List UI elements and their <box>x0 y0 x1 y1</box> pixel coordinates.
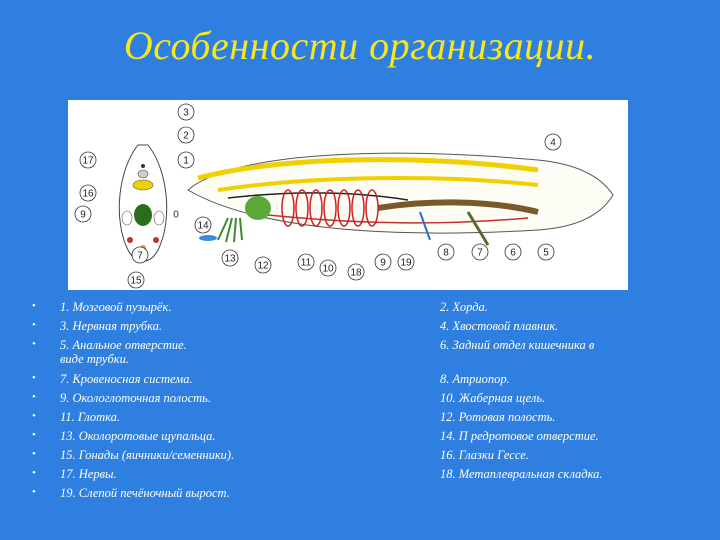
head-parts <box>199 196 490 246</box>
legend-left: 5. Анальное отверстие. виде трубки. <box>60 338 187 366</box>
label-19: 19 <box>400 258 412 269</box>
gill-loops <box>281 189 379 227</box>
legend-right: 10. Жаберная щель. <box>440 391 546 405</box>
legend-list: • 1. Мозговой пузырёк. 2. Хорда. • 3. Не… <box>32 300 712 505</box>
legend-row: • 7. Кровеносная система. 8. Атриопор. <box>32 372 712 391</box>
legend-left: 11. Глотка. <box>60 410 121 424</box>
legend-right: 14. П редротовое отверстие. <box>440 429 599 443</box>
legend-left: 15. Гонады (яичники/семенники). <box>60 448 235 462</box>
body <box>187 152 614 234</box>
bullet: • <box>32 338 36 350</box>
label-7a: 7 <box>137 251 143 262</box>
legend-row: • 17. Нервы. 18. Метаплевральная складка… <box>32 467 712 486</box>
legend-right: 18. Метаплевральная складка. <box>440 467 603 481</box>
legend-left: 13. Околоротовые щупальца. <box>60 429 216 443</box>
legend-row: • 13. Околоротовые щупальца. 14. П редро… <box>32 429 712 448</box>
label-1: 1 <box>183 156 189 167</box>
label-10: 10 <box>322 264 334 275</box>
legend-right: 4. Хвостовой плавник. <box>440 319 559 333</box>
label-6: 6 <box>510 248 516 259</box>
legend-row: • 11. Глотка. 12. Ротовая полость. <box>32 410 712 429</box>
legend-row: • 19. Слепой печёночный вырост. <box>32 486 712 505</box>
legend-left: 19. Слепой печёночный вырост. <box>60 486 230 500</box>
label-8: 8 <box>443 248 449 259</box>
legend-row: • 1. Мозговой пузырёк. 2. Хорда. <box>32 300 712 319</box>
legend-row: • 15. Гонады (яичники/семенники). 16. Гл… <box>32 448 712 467</box>
bullet: • <box>32 448 36 460</box>
cross-section <box>118 144 168 262</box>
label-0: 0 <box>173 210 179 221</box>
legend-left: 17. Нервы. <box>60 467 117 481</box>
legend-right: 8. Атриопор. <box>440 372 510 386</box>
label-13: 13 <box>224 254 236 265</box>
bullet: • <box>32 486 36 498</box>
label-11: 11 <box>301 258 312 269</box>
label-16: 16 <box>82 189 94 200</box>
label-12: 12 <box>257 261 269 272</box>
label-17: 17 <box>82 156 94 167</box>
legend-left: 3. Нервная трубка. <box>60 319 162 333</box>
legend-right: 6. Задний отдел кишечника в <box>440 338 595 352</box>
bullet: • <box>32 300 36 312</box>
label-4: 4 <box>550 138 556 149</box>
lancelet-diagram: 3 2 1 4 17 16 9 0 14 7 15 13 12 11 10 18… <box>68 100 628 290</box>
diagram-labels <box>74 103 562 289</box>
legend-right: 2. Хорда. <box>440 300 488 314</box>
label-7: 7 <box>477 248 483 259</box>
label-18: 18 <box>350 268 362 279</box>
legend-row: • 3. Нервная трубка. 4. Хвостовой плавни… <box>32 319 712 338</box>
legend-left: 1. Мозговой пузырёк. <box>60 300 172 314</box>
label-15: 15 <box>130 276 142 287</box>
legend-left: 9. Окологлоточная полость. <box>60 391 211 405</box>
label-5: 5 <box>543 248 549 259</box>
label-3: 3 <box>183 108 189 119</box>
bullet: • <box>32 372 36 384</box>
legend-right: 12. Ротовая полость. <box>440 410 556 424</box>
bullet: • <box>32 319 36 331</box>
bullet: • <box>32 429 36 441</box>
label-9b: 9 <box>380 258 386 269</box>
label-2: 2 <box>183 131 189 142</box>
slide-title: Особенности организации. <box>123 23 597 68</box>
diagram-label-numbers: 3 2 1 4 17 16 9 0 14 7 15 13 12 11 10 18… <box>80 108 556 287</box>
bullet: • <box>32 467 36 479</box>
label-9: 9 <box>80 210 86 221</box>
bullet: • <box>32 391 36 403</box>
bullet: • <box>32 410 36 422</box>
legend-left: 7. Кровеносная система. <box>60 372 193 386</box>
lancelet-svg: 3 2 1 4 17 16 9 0 14 7 15 13 12 11 10 18… <box>74 103 614 289</box>
legend-right: 16. Глазки Гессе. <box>440 448 529 462</box>
legend-row: • 5. Анальное отверстие. виде трубки. 6.… <box>32 338 712 372</box>
label-14: 14 <box>197 221 209 232</box>
legend-row: • 9. Окологлоточная полость. 10. Жаберна… <box>32 391 712 410</box>
